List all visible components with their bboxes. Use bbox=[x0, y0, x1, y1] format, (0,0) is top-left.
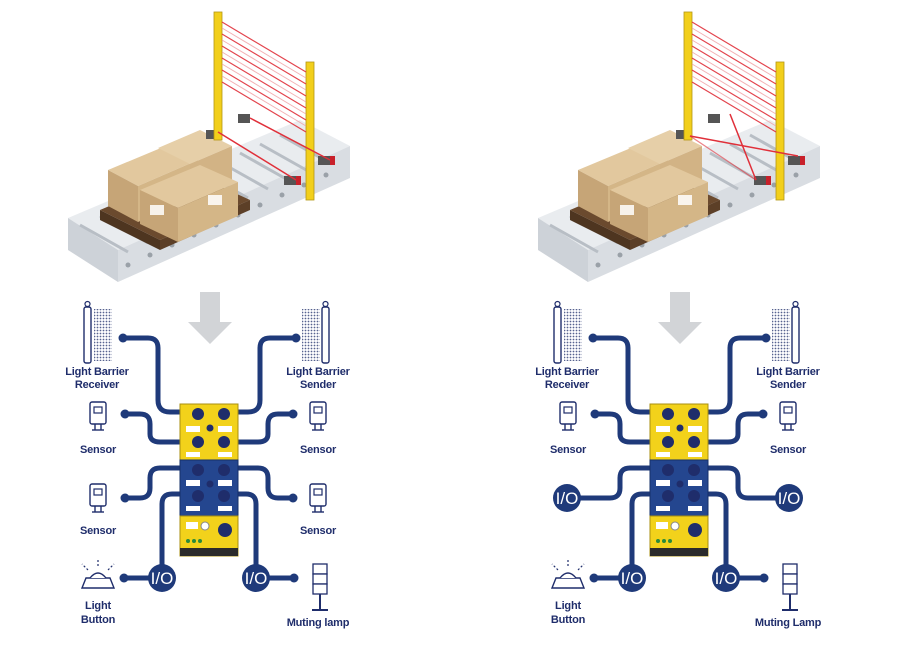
light-curtain-left bbox=[213, 11, 331, 201]
io-module-left bbox=[179, 403, 239, 557]
light-button-icon-left bbox=[81, 557, 115, 589]
wiring-left bbox=[118, 333, 301, 583]
label-lamp-left: Muting lamp bbox=[287, 617, 350, 629]
arrow-down-left bbox=[188, 292, 232, 344]
label-button-right: Light bbox=[555, 600, 581, 612]
barrier-sender-icon-left bbox=[302, 300, 330, 364]
sensor-icon-left-1 bbox=[89, 401, 107, 431]
light-button-icon-right bbox=[551, 557, 585, 589]
label-receiver-right-2: Receiver bbox=[545, 379, 590, 391]
sensor-icon-left-4 bbox=[309, 483, 327, 513]
io-badge-left-2: I/O bbox=[242, 564, 270, 592]
label-button-left: Light bbox=[85, 600, 111, 612]
label-sensor-left-4: Sensor bbox=[300, 525, 337, 537]
label-sensor-right-1: Sensor bbox=[550, 444, 587, 456]
label-receiver-left-2: Receiver bbox=[75, 379, 120, 391]
label-sensor-right-2: Sensor bbox=[770, 444, 807, 456]
label-sensor-left-3: Sensor bbox=[80, 525, 117, 537]
sensor-icon-left-2 bbox=[309, 401, 327, 431]
label-receiver-left: Light Barrier bbox=[65, 366, 129, 378]
label-sender-left-2: Sender bbox=[300, 379, 337, 391]
arrow-down-right bbox=[658, 292, 702, 344]
io-module-right bbox=[649, 403, 709, 557]
muting-lamp-icon-right bbox=[781, 563, 799, 611]
svg-text:I/O: I/O bbox=[621, 569, 644, 588]
io-badge-right-mid-left: I/O bbox=[553, 484, 581, 512]
io-badge-right-2: I/O bbox=[712, 564, 740, 592]
wiring-right bbox=[577, 333, 779, 583]
label-receiver-right: Light Barrier bbox=[535, 366, 599, 378]
label-button-left-2: Button bbox=[81, 614, 116, 626]
barrier-receiver-icon-left bbox=[83, 300, 112, 364]
sensor-icon-left-3 bbox=[89, 483, 107, 513]
label-sensor-left-1: Sensor bbox=[80, 444, 117, 456]
muting-lamp-icon-left bbox=[311, 563, 329, 611]
io-badge-right-mid-right: I/O bbox=[775, 484, 803, 512]
barrier-sender-icon-right bbox=[772, 300, 800, 364]
panel-left: I/O I/O Light Barrier Receiver Light Bar… bbox=[65, 11, 352, 629]
svg-text:I/O: I/O bbox=[151, 569, 174, 588]
sensor-icon-right-1 bbox=[559, 401, 577, 431]
label-sender-right: Light Barrier bbox=[756, 366, 820, 378]
light-curtain-right bbox=[683, 11, 799, 201]
io-badge-left-1: I/O bbox=[148, 564, 176, 592]
label-lamp-right: Muting Lamp bbox=[755, 617, 822, 629]
label-sender-right-2: Sender bbox=[770, 379, 807, 391]
label-sender-left: Light Barrier bbox=[286, 366, 350, 378]
svg-text:I/O: I/O bbox=[245, 569, 268, 588]
svg-text:I/O: I/O bbox=[556, 489, 579, 508]
panel-right: I/O I/O I/O I/O Light Barrier Receiver L… bbox=[535, 11, 822, 629]
io-badge-right-1: I/O bbox=[618, 564, 646, 592]
barrier-receiver-icon-right bbox=[553, 300, 582, 364]
svg-text:I/O: I/O bbox=[715, 569, 738, 588]
sensor-icon-right-2 bbox=[779, 401, 797, 431]
label-button-right-2: Button bbox=[551, 614, 586, 626]
label-sensor-left-2: Sensor bbox=[300, 444, 337, 456]
svg-text:I/O: I/O bbox=[778, 489, 801, 508]
